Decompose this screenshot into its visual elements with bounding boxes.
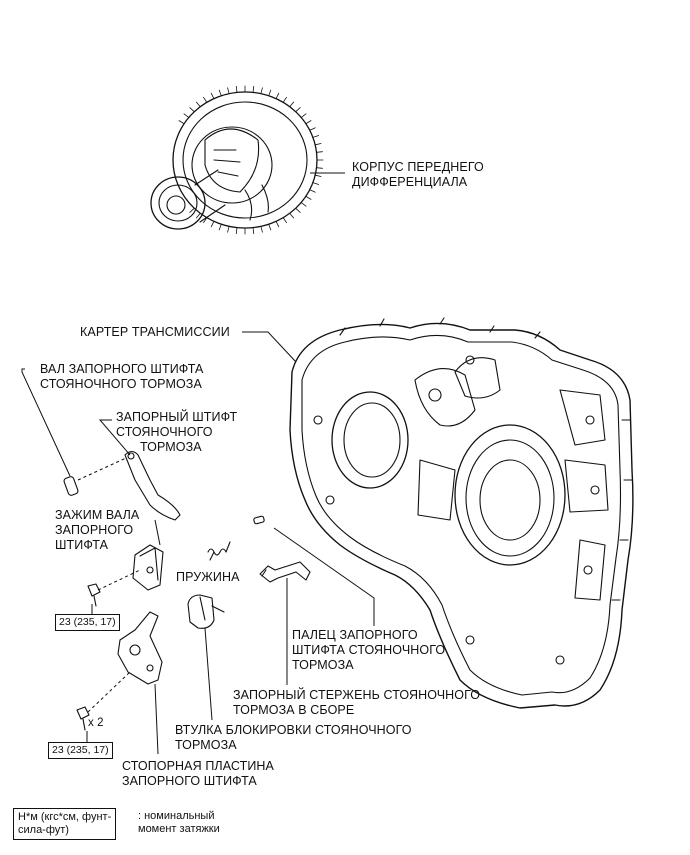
label-clamp: ЗАЖИМ ВАЛА ЗАПОРНОГО ШТИФТА bbox=[55, 508, 140, 552]
label-case: КАРТЕР ТРАНСМИССИИ bbox=[80, 325, 230, 339]
bolt-lower-part bbox=[76, 706, 90, 731]
leader-case bbox=[242, 331, 297, 363]
leader-clamp bbox=[154, 519, 161, 546]
pin-part bbox=[253, 515, 265, 525]
plate-part bbox=[117, 611, 163, 685]
quantity-label: x 2 bbox=[88, 717, 104, 729]
dashed-plate-bolt bbox=[87, 671, 131, 713]
bolt-upper-part bbox=[87, 583, 101, 607]
leader-shaft bbox=[21, 368, 71, 477]
clamp-part bbox=[132, 544, 164, 591]
leader-sleeve bbox=[204, 627, 213, 721]
dashed-clamp-bolt bbox=[97, 569, 141, 591]
legend-meaning: : номинальный момент затяжки bbox=[138, 810, 220, 835]
label-sleeve: ВТУЛКА БЛОКИРОВКИ СТОЯНОЧНОГО ТОРМОЗА bbox=[175, 723, 412, 752]
label-shaft: ВАЛ ЗАПОРНОГО ШТИФТА СТОЯНОЧНОГО ТОРМОЗА bbox=[40, 362, 204, 391]
legend-units-box: Н*м (кгс*см, фунт- сила-фут) bbox=[13, 808, 117, 840]
label-pin: ПАЛЕЦ ЗАПОРНОГО ШТИФТА СТОЯНОЧНОГО ТОРМО… bbox=[292, 628, 446, 672]
label-differential: КОРПУС ПЕРЕДНЕГО ДИФФЕРЕНЦИАЛА bbox=[352, 160, 484, 189]
differential-case-part bbox=[150, 85, 324, 235]
dashed-shaft-pawl bbox=[77, 457, 127, 481]
label-spring: ПРУЖИНА bbox=[176, 570, 240, 584]
torque-box-lower: 23 (235, 17) bbox=[48, 742, 113, 759]
torque-box-upper: 23 (235, 17) bbox=[55, 614, 120, 631]
label-pawl: ЗАПОРНЫЙ ШТИФТ СТОЯНОЧНОГО ТОРМОЗА bbox=[116, 410, 238, 454]
leader-pin bbox=[273, 527, 375, 626]
sleeve-part bbox=[187, 594, 225, 629]
label-plate: СТОПОРНАЯ ПЛАСТИНА ЗАПОРНОГО ШТИФТА bbox=[122, 759, 274, 788]
spring-part bbox=[207, 541, 231, 561]
leader-pawl bbox=[98, 419, 131, 456]
label-rod: ЗАПОРНЫЙ СТЕРЖЕНЬ СТОЯНОЧНОГО ТОРМОЗА В … bbox=[233, 688, 481, 717]
transmission-case-part bbox=[289, 317, 634, 709]
shaft-part bbox=[63, 476, 79, 496]
leader-plate bbox=[154, 683, 159, 755]
rod-part bbox=[259, 561, 311, 583]
pawl-part bbox=[124, 450, 181, 521]
